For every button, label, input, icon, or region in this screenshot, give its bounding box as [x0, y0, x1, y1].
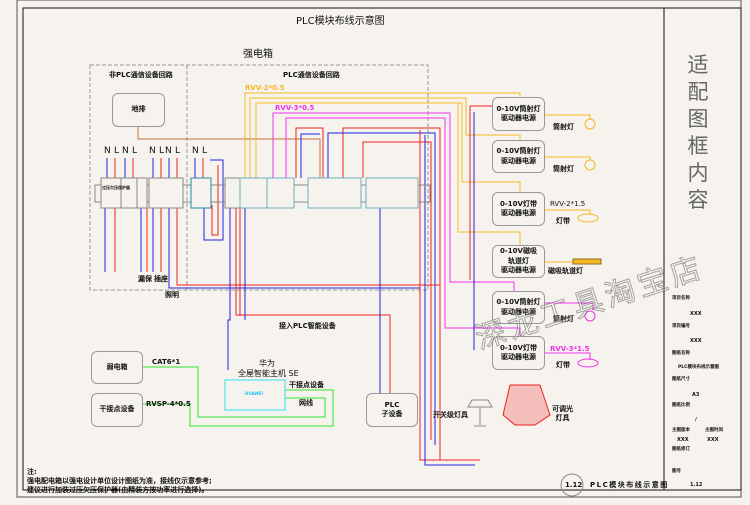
weak-box: 弱电箱 — [91, 351, 143, 384]
cabinet-outline — [89, 64, 429, 291]
led-strip-icon — [577, 213, 599, 223]
dimmable-lamp-label: 可调光 灯具 — [552, 405, 573, 423]
plc-devices-label: 接入PLC智能设备 — [279, 322, 336, 330]
track-light-icon — [572, 258, 602, 265]
plc-sub-device-box: PLC 子设备 — [366, 393, 418, 427]
chandelier-icon — [502, 384, 551, 426]
rvv3-control-wires — [272, 112, 594, 360]
dry-contact-device-box: 干接点设备 — [91, 393, 143, 427]
driver-box: 0-10V灯带 驱动器电源 — [492, 336, 545, 370]
socket-label: 插座 — [154, 275, 168, 283]
downlight-icon — [584, 118, 596, 130]
driver-box: 0-10V筒射灯 驱动器电源 — [492, 291, 545, 324]
lamp-label: 灯带 — [556, 217, 570, 225]
dry-contact-label: 干接点设备 — [289, 381, 324, 389]
side-title: 适 配 图 框 内 容 — [687, 53, 709, 212]
lighting-label: 照明 — [165, 291, 179, 299]
page-title: PLC模块布线示意图 — [296, 16, 385, 27]
host-name: 全屋智能主机 SE — [238, 369, 299, 378]
network-wires — [143, 366, 334, 427]
huawei-host-box — [224, 379, 286, 411]
din-rail-modules — [94, 177, 431, 209]
driver-box: 0-10V筒射灯 驱动器电源 — [492, 140, 545, 173]
cable-label-rvv2-05: RVV-2*0.5 — [245, 84, 285, 92]
leakage-label: 漏保 — [138, 275, 152, 283]
downlight-icon — [584, 159, 596, 171]
lamp-label: 灯带 — [556, 361, 570, 369]
surge-protector-label: 过压欠压保护器 — [102, 185, 130, 190]
non-plc-section-label: 非PLC通信设备回路 — [109, 71, 173, 79]
nl-feed-arrows — [106, 158, 204, 180]
cable-label-rvv2-15: RVV-2*1.5 — [550, 200, 586, 208]
rvv2-control-wires — [244, 92, 521, 245]
drawing-number: 1.12 — [565, 481, 583, 489]
switch-lamp-label: 开关级灯具 — [433, 411, 468, 419]
ground-wire — [137, 126, 321, 178]
cable-label-cat6: CAT6*1 — [152, 358, 181, 366]
inner-frame — [22, 7, 742, 491]
downlight-icon — [584, 310, 596, 322]
driver-box: 0-10V磁吸 轨道灯 驱动器电源 — [492, 245, 545, 278]
drawing-name: PLC模块布线示意图 — [590, 481, 669, 489]
cabinet-label: 强电箱 — [243, 49, 273, 60]
driver-box: 0-10V灯带 驱动器电源 — [492, 192, 545, 226]
lamp-icons — [467, 114, 602, 427]
lamp-label: 筒射灯 — [553, 165, 574, 173]
host-brand: 华为 — [259, 359, 275, 368]
plc-section-label: PLC通信设备回路 — [283, 71, 340, 79]
power-wires — [104, 105, 492, 466]
cable-label-rvv3-15: RVV-3*1.5 — [550, 345, 590, 353]
lamp-label: 筒射灯 — [553, 123, 574, 131]
table-lamp-icon — [467, 399, 493, 427]
lamp-label: 筒射灯 — [553, 315, 574, 323]
cable-label-rvv3-05: RVV-3*0.5 — [275, 104, 315, 112]
ground-bar-box: 地排 — [112, 93, 165, 127]
drawing-number-circle — [560, 473, 584, 497]
driver-box: 0-10V筒射灯 驱动器电源 — [492, 97, 545, 131]
huawei-logo: HUAWEI — [245, 391, 264, 396]
led-strip-icon — [577, 358, 599, 368]
lamp-label: 磁吸轨道灯 — [548, 267, 583, 275]
cable-label-rvsp: RVSP-4*0.5 — [146, 400, 191, 408]
network-cable-label: 网线 — [299, 399, 313, 407]
